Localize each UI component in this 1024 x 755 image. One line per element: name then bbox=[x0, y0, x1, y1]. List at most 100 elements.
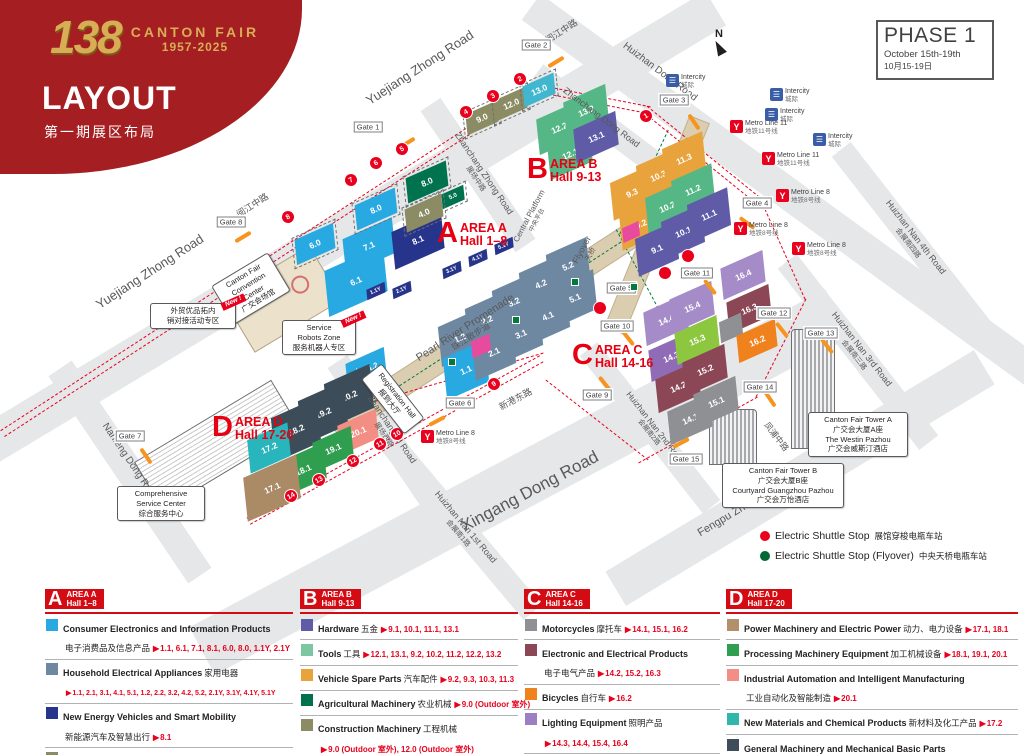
legend-item-line2: ▶1.1, 2.1, 3.1, 4.1, 5.1, 1.2, 2.2, 3.2,… bbox=[63, 681, 293, 700]
new-ribbon: New ! bbox=[340, 310, 367, 329]
hall-number: 15.3 bbox=[687, 332, 707, 348]
legend-item-name-cn: 新材料及化工产品 bbox=[908, 718, 977, 729]
legend-area-halls: Hall 1–8 bbox=[66, 599, 97, 609]
arrow-icon: ▶ bbox=[609, 694, 616, 704]
halls-list: 14.3, 14.4, 15.4, 16.4 bbox=[552, 738, 628, 748]
hall-number: 1.1Y bbox=[369, 285, 383, 297]
category-color-swatch bbox=[301, 618, 313, 631]
legend-area-letter: D bbox=[729, 588, 744, 611]
legend-item-name: Construction Machinery bbox=[318, 724, 422, 735]
area-name: AREA B bbox=[549, 157, 598, 171]
phase-box: PHASE 1 October 15th-19th 10月15-19日 bbox=[876, 20, 994, 80]
legend-item-line1: General Machinery and Mechanical Basic P… bbox=[744, 738, 1018, 755]
legend-item-name-cn: 家用电器 bbox=[204, 668, 239, 679]
hall-number: 8.1 bbox=[410, 233, 426, 247]
shuttle-stop-dot bbox=[760, 551, 770, 561]
arrow-icon: ▶ bbox=[153, 643, 160, 653]
legend-rule bbox=[726, 612, 1018, 615]
legend-item: General Machinery and Mechanical Basic P… bbox=[726, 734, 1018, 755]
category-color-swatch bbox=[46, 707, 58, 720]
legend-item-halls: ▶8.1 bbox=[153, 733, 171, 742]
hall-number: 9.0 bbox=[474, 111, 490, 125]
landmark-line: 广交会万怡酒店 bbox=[756, 495, 810, 505]
legend-item-name: Tools bbox=[318, 648, 342, 659]
hall-3.1Y: 3.1Y bbox=[442, 260, 462, 280]
hall-number: 9.3 bbox=[624, 186, 640, 200]
legend-item-line2: 新能源汽车及智慧出行▶8.1 bbox=[63, 726, 293, 745]
area-name: AREA D bbox=[234, 415, 283, 429]
gate-stripe-1 bbox=[547, 55, 565, 69]
transit-name-cn: 地铁11号线 bbox=[745, 128, 778, 136]
area-letter: B bbox=[527, 153, 548, 185]
halls-list: 17.2 bbox=[986, 719, 1003, 729]
shuttle-legend-item-1: Electric Shuttle Stop (Flyover)中央天桥电瓶车站 bbox=[760, 550, 987, 562]
legend-item-name-cn: 工程机械 bbox=[423, 724, 458, 735]
hall-number: 13.1 bbox=[586, 129, 606, 145]
hall-number: 11.1 bbox=[699, 207, 719, 223]
legend-item-name: New Materials and Chemical Products bbox=[744, 718, 907, 729]
hall-number: 5.0 bbox=[447, 192, 459, 202]
hall-number: 13.0 bbox=[529, 82, 549, 98]
area-halls: Hall 1–8 bbox=[459, 234, 508, 249]
landmark-line: The Westin Pazhou bbox=[825, 434, 891, 444]
north-compass-icon: N bbox=[711, 28, 727, 57]
landmark-line: Service bbox=[306, 323, 332, 332]
hall-number: 19.1 bbox=[323, 441, 343, 457]
logo-text: CANTON FAIR 1957-2025 bbox=[131, 24, 259, 54]
landmark-line: 外贸优品拓内 bbox=[170, 306, 216, 315]
transit-name-cn: 城际 bbox=[780, 116, 793, 124]
halls-list: 18.1, 19.1, 20.1 bbox=[951, 649, 1008, 659]
logo-number: 138 bbox=[50, 11, 123, 63]
category-color-swatch bbox=[525, 643, 537, 656]
gate-3: Gate 3 bbox=[659, 94, 689, 106]
hall-number: 8.0 bbox=[419, 175, 435, 189]
hall-number: 16.4 bbox=[733, 267, 753, 283]
area-halls: Hall 17-20 bbox=[234, 428, 294, 443]
hall-number: 6.0 bbox=[307, 237, 323, 251]
hall-number: 17.1 bbox=[262, 480, 282, 496]
arrow-icon: ▶ bbox=[545, 738, 552, 748]
metro-icon: Y bbox=[762, 152, 775, 165]
flyover-shuttle-stop-2 bbox=[512, 316, 520, 324]
area-halls: Hall 14-16 bbox=[594, 356, 654, 371]
landmark-line: Courtyard Guangzhou Pazhou bbox=[732, 485, 834, 495]
landmark-line: 综合服务中心 bbox=[138, 508, 184, 518]
hall-number: 1.1 bbox=[458, 363, 474, 377]
category-color-swatch bbox=[46, 751, 58, 755]
gate-13: Gate 13 bbox=[804, 327, 838, 339]
legend-item-name: General Machinery and Mechanical Basic P… bbox=[744, 743, 946, 754]
legend-item-halls: ▶20.1 bbox=[834, 694, 857, 703]
legend-area-letter: B bbox=[303, 588, 318, 611]
hall-number: 4.0 bbox=[416, 206, 432, 220]
gate-7: Gate 7 bbox=[115, 430, 145, 442]
